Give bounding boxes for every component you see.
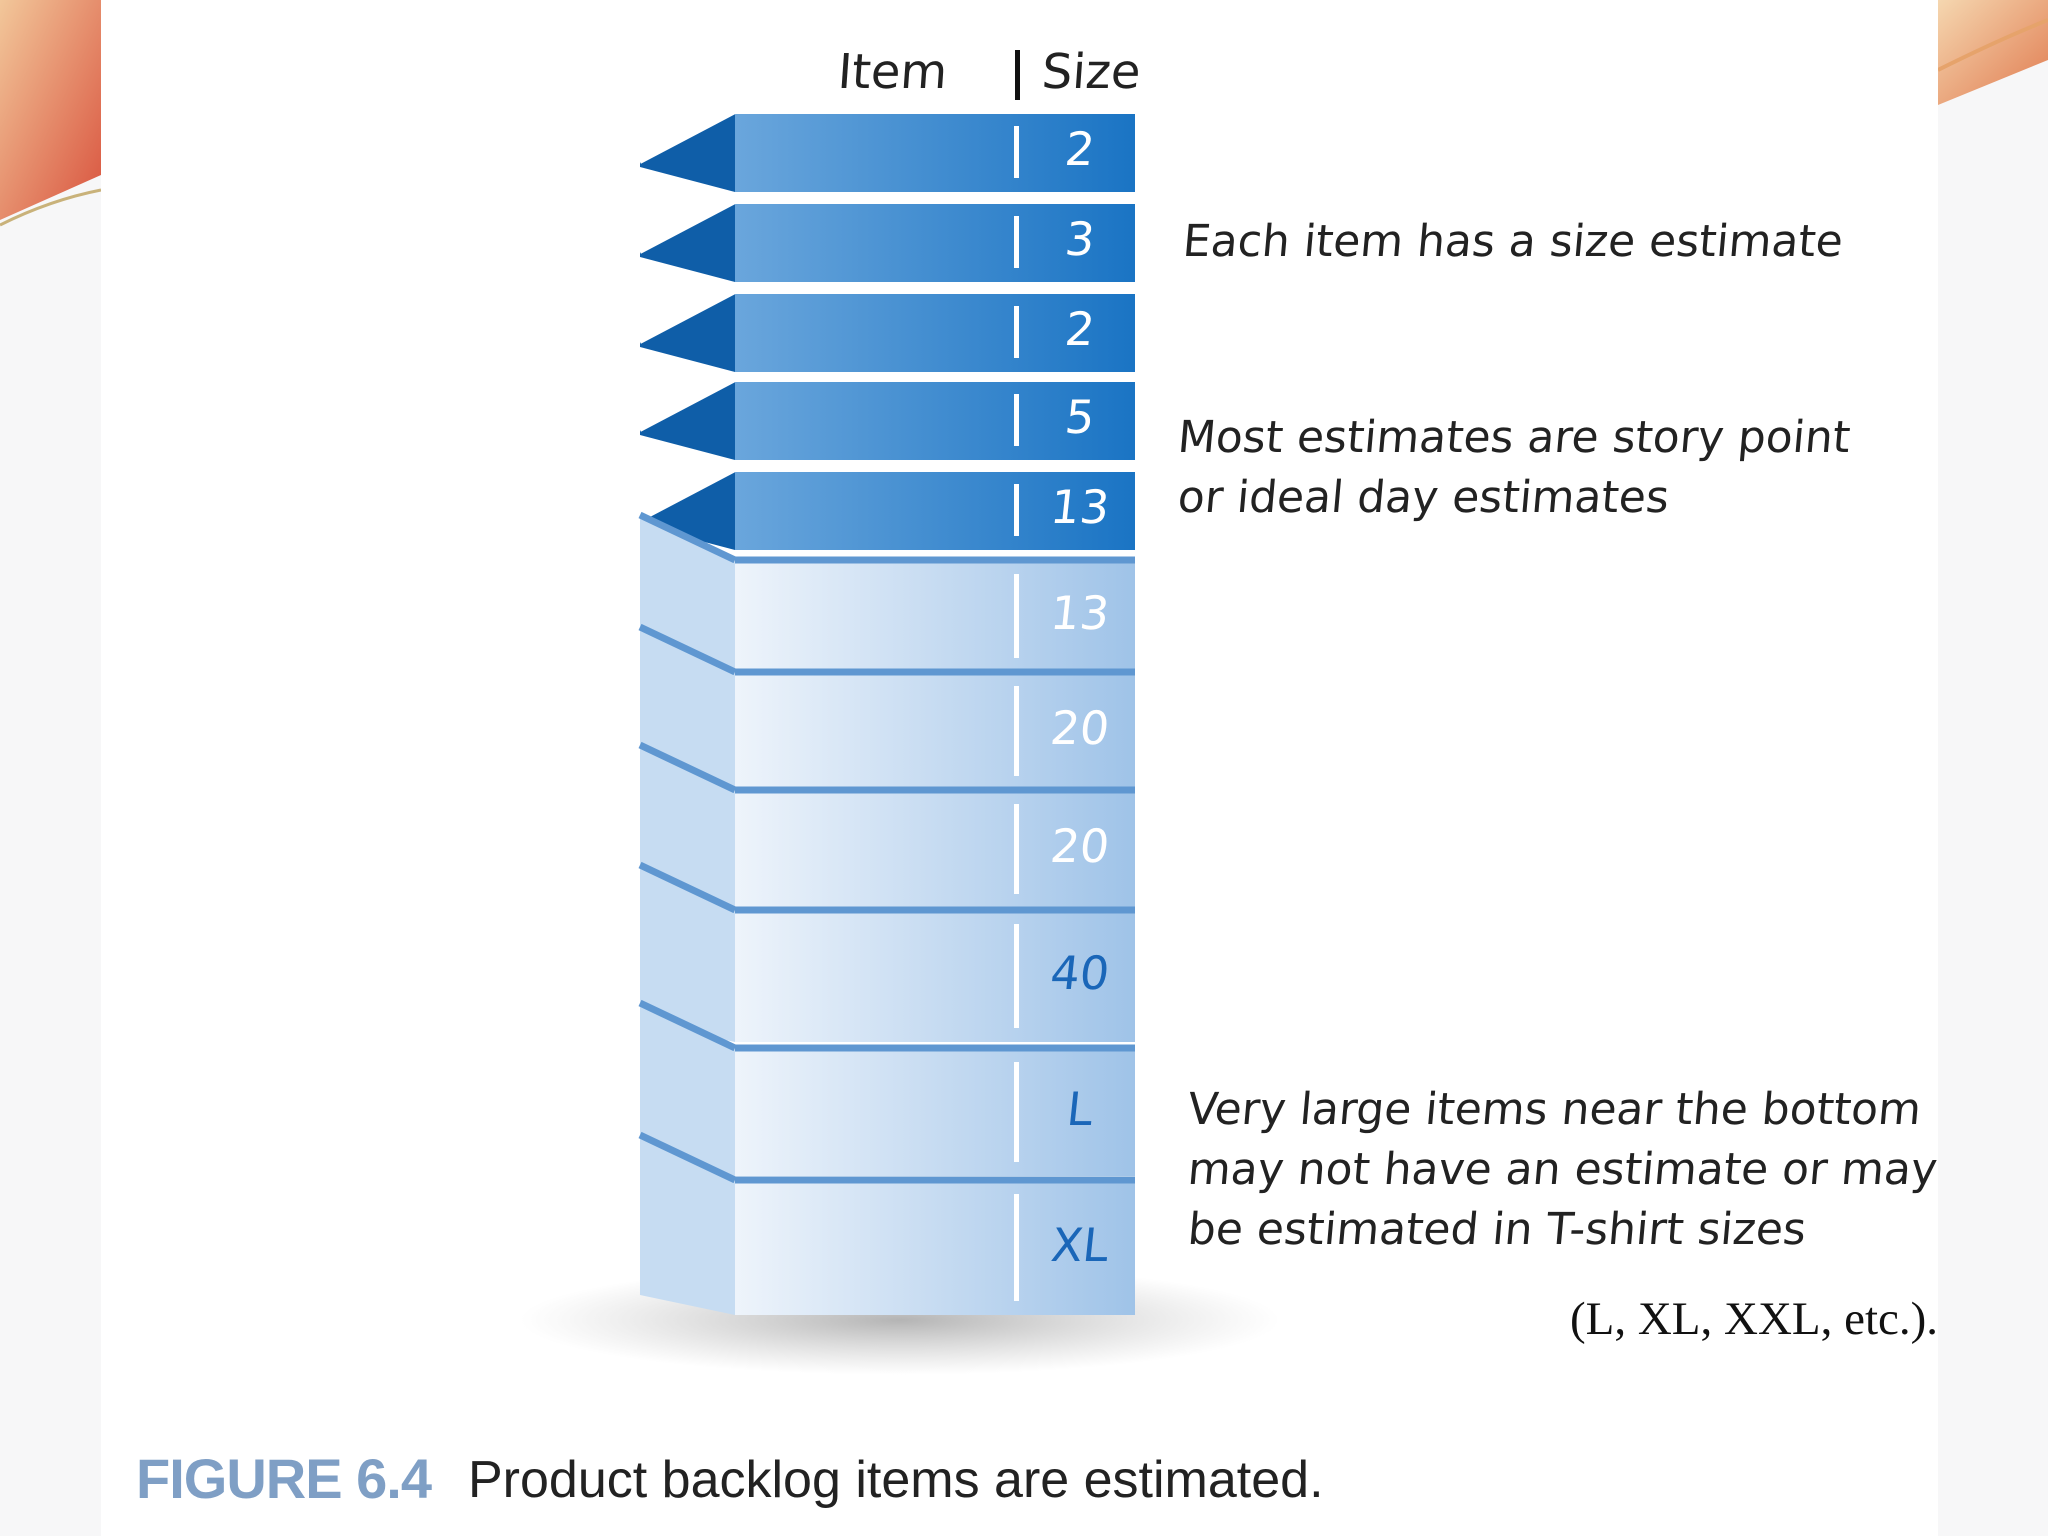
item-front-face <box>735 470 1135 550</box>
item-size-label: 2 <box>1062 302 1098 356</box>
item-size-label: L <box>1064 1082 1096 1136</box>
note-large-items-line1: Very large items near the bottom <box>1185 1084 1924 1135</box>
figure-caption: Product backlog items are estimated. <box>468 1451 1324 1509</box>
item-size-label: XL <box>1048 1217 1112 1272</box>
figure-number: FIGURE 6.4 <box>136 1447 432 1510</box>
item-edge <box>639 468 736 522</box>
item-edge <box>638 861 737 914</box>
corner-decoration-left <box>0 0 102 227</box>
item-edge <box>638 999 737 1052</box>
item-edge <box>638 511 737 564</box>
note-story-points-line2: or ideal day estimates <box>1175 472 1672 523</box>
backlog-item <box>638 511 1135 672</box>
item-side-face <box>640 745 735 908</box>
item-side-face <box>640 1003 735 1176</box>
item-divider <box>1014 804 1019 894</box>
backlog-item <box>639 290 1135 372</box>
item-divider <box>1014 126 1019 178</box>
backlog-item <box>639 200 1135 282</box>
item-divider <box>1014 1194 1019 1301</box>
corner-decoration-right <box>1938 0 2048 105</box>
item-size-label: 40 <box>1047 946 1113 1000</box>
backlog-item <box>639 378 1135 460</box>
item-front-face <box>735 112 1135 192</box>
item-front-face <box>735 790 1135 908</box>
item-size-label: 20 <box>1047 819 1113 873</box>
item-edge <box>639 290 736 344</box>
item-edge <box>639 200 736 254</box>
item-divider <box>1014 574 1019 658</box>
backlog-item <box>638 999 1135 1176</box>
backlog-item <box>639 468 1135 550</box>
note-large-items-line3: be estimated in T-shirt sizes <box>1185 1204 1809 1255</box>
item-edge <box>638 1131 737 1184</box>
item-edge <box>638 623 737 676</box>
item-front-face <box>735 910 1135 1042</box>
item-divider <box>1014 394 1019 446</box>
item-front-face <box>735 1180 1135 1315</box>
item-edge <box>639 110 736 164</box>
item-edge <box>638 741 737 794</box>
item-divider <box>1014 216 1019 268</box>
item-divider <box>1014 1062 1019 1162</box>
item-size-label: 2 <box>1062 122 1098 176</box>
item-size-label: 3 <box>1062 212 1098 266</box>
item-divider <box>1014 924 1019 1028</box>
note-story-points-line1: Most estimates are story point <box>1175 412 1853 463</box>
item-size-label: 5 <box>1062 390 1098 444</box>
item-side-face <box>640 380 735 460</box>
item-front-face <box>735 202 1135 282</box>
item-size-label: 13 <box>1047 586 1113 640</box>
item-side-face <box>640 515 735 672</box>
item-front-face <box>735 560 1135 672</box>
note-size-estimate: Each item has a size estimate <box>1180 216 1846 267</box>
item-front-face <box>735 380 1135 460</box>
item-side-face <box>640 865 735 1042</box>
item-side-face <box>640 1135 735 1315</box>
note-tshirt-examples: (L, XL, XXL, etc.). <box>1570 1293 1939 1345</box>
item-front-face <box>735 672 1135 790</box>
item-front-face <box>735 292 1135 372</box>
item-divider <box>1014 306 1019 358</box>
item-divider <box>1014 484 1019 536</box>
backlog-item <box>638 741 1135 908</box>
item-size-label: 20 <box>1047 701 1113 755</box>
item-edge <box>639 378 736 432</box>
item-side-face <box>640 202 735 282</box>
item-side-face <box>640 112 735 192</box>
item-divider <box>1014 686 1019 776</box>
backlog-item <box>638 1131 1135 1315</box>
item-side-face <box>640 627 735 790</box>
backlog-item <box>638 623 1135 790</box>
column-header-divider <box>1015 50 1020 100</box>
item-side-face <box>640 292 735 372</box>
item-size-label: 13 <box>1047 480 1113 534</box>
item-front-face <box>735 1048 1135 1176</box>
note-large-items-line2: may not have an estimate or may <box>1185 1144 1940 1195</box>
backlog-item <box>639 110 1135 192</box>
backlog-item <box>638 861 1135 1042</box>
